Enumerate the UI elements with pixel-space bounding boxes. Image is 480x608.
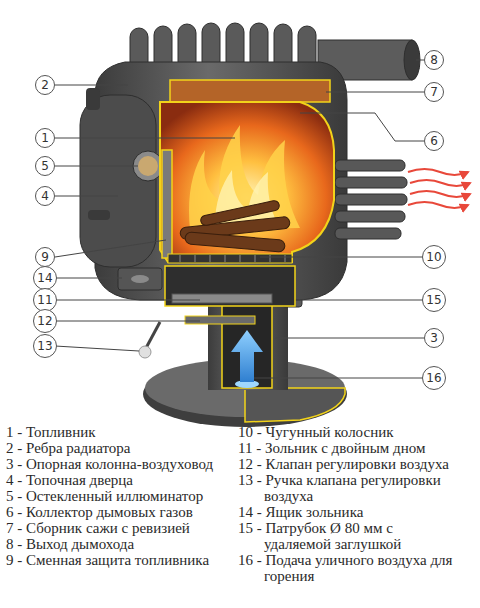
callout-circle: 5 <box>35 156 55 176</box>
callout-circle: 9 <box>35 247 55 267</box>
callout-number: 9 <box>41 251 49 263</box>
callout-number: 13 <box>37 340 52 352</box>
legend-item: 8 - Выход дымохода <box>6 536 214 552</box>
callout-number: 6 <box>430 135 438 147</box>
callout-circle: 6 <box>424 131 444 151</box>
callout-circle: 7 <box>424 82 444 102</box>
legend-item: 3 - Опорная колонна-воздуховод <box>6 456 214 472</box>
callout-number: 5 <box>41 160 49 172</box>
callout-circle: 8 <box>424 50 444 70</box>
callout-circle: 10 <box>422 245 446 269</box>
callout-number: 12 <box>37 315 52 327</box>
callout-number: 3 <box>430 332 438 344</box>
callout-number: 2 <box>41 79 49 91</box>
legend-item: 14 - Ящик зольника <box>238 504 462 520</box>
legend-item: 15 - Патрубок Ø 80 мм с удаляемой заглуш… <box>238 520 462 552</box>
callout-circle: 12 <box>33 309 57 333</box>
legend-item: 12 - Клапан регулировки воздуха <box>238 456 462 472</box>
callout-number: 4 <box>41 190 49 202</box>
callout-number: 10 <box>426 251 441 263</box>
callout-circle: 1 <box>35 128 55 148</box>
callout-number: 8 <box>430 54 438 66</box>
legend-item: 16 - Подача уличного воздуха для горения <box>238 552 462 584</box>
callout-number: 16 <box>426 372 441 384</box>
callout-circle: 15 <box>422 288 446 312</box>
callout-number: 7 <box>430 86 438 98</box>
callout-number: 14 <box>37 272 52 284</box>
callout-number: 1 <box>41 132 49 144</box>
legend-item: 5 - Остекленный иллюминатор <box>6 488 214 504</box>
callout-circle: 3 <box>424 328 444 348</box>
callout-circle: 2 <box>35 75 55 95</box>
callout-number: 15 <box>426 294 441 306</box>
legend-item: 1 - Топливник <box>6 424 214 440</box>
legend-item: 11 - Зольник с двойным дном <box>238 440 462 456</box>
callout-circle: 13 <box>33 334 57 358</box>
callout-number: 11 <box>37 294 52 306</box>
legend-item: 4 - Топочная дверца <box>6 472 214 488</box>
callout-circle: 16 <box>422 366 446 390</box>
legend-item: 9 - Сменная защита топливника <box>6 552 214 568</box>
legend-item: 6 - Коллектор дымовых газов <box>6 504 214 520</box>
callout-circle: 14 <box>33 266 57 290</box>
legend-item: 7 - Сборник сажи с ревизией <box>6 520 214 536</box>
legend-item: 13 - Ручка клапана регулировки воздуха <box>238 472 462 504</box>
legend-item: 10 - Чугунный колосник <box>238 424 462 440</box>
callout-circle: 4 <box>35 186 55 206</box>
legend-item: 2 - Ребра радиатора <box>6 440 214 456</box>
